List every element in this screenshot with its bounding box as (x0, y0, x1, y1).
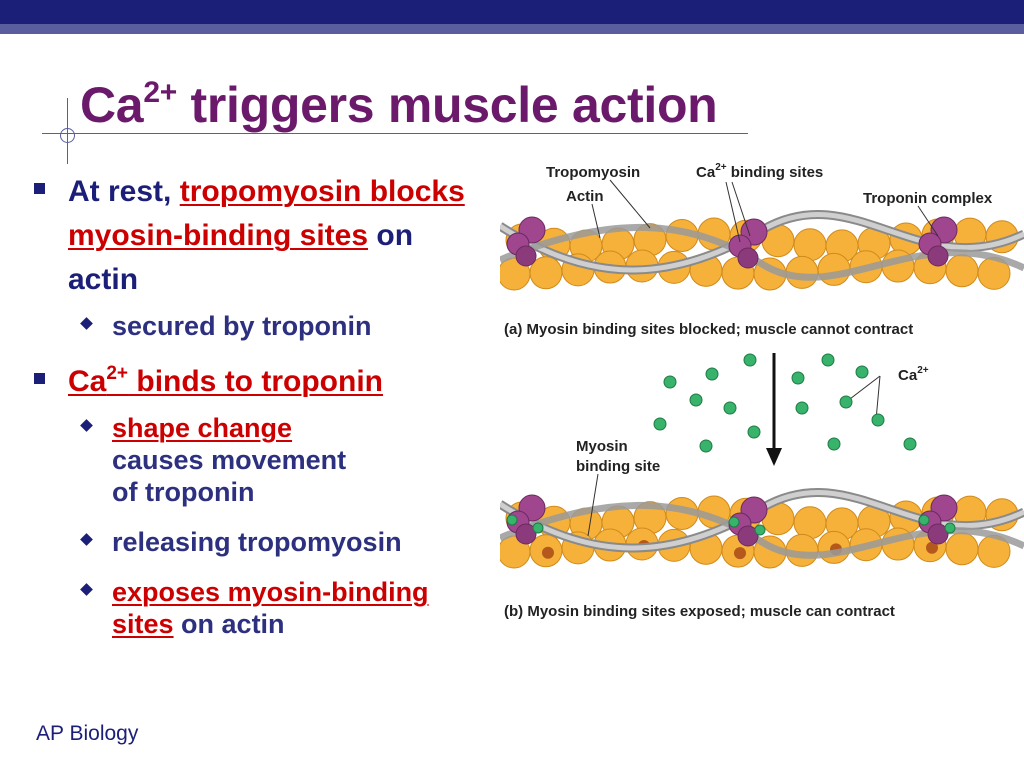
title-crosshair-ornament (52, 98, 82, 164)
calcium-ion (743, 353, 757, 367)
slide-title: Ca2+ triggers muscle action (80, 76, 718, 133)
diamond-bullet-icon (80, 533, 93, 546)
label-actin: Actin (566, 188, 604, 205)
bound-calcium-ion (754, 524, 766, 536)
bound-calcium-ion (944, 522, 956, 534)
calcium-ions (653, 353, 917, 453)
troponin-subunit (737, 247, 759, 269)
label-troponin-complex: Troponin complex (863, 190, 993, 207)
calcium-ion (663, 375, 677, 389)
down-arrow-icon (766, 353, 782, 466)
calcium-ion (839, 395, 853, 409)
title-rule (42, 133, 748, 134)
label-ca-ions: Ca2+ (898, 365, 929, 384)
bullet-text: on actin (68, 219, 414, 296)
leader-lines (587, 179, 939, 537)
muscle-filament-diagram: Tropomyosin Actin Ca2+ binding sites Tro… (500, 162, 1024, 620)
subbullet-text: of troponin (112, 477, 255, 507)
calcium-ion (903, 437, 917, 451)
thin-filament-active (500, 487, 1024, 569)
diamond-bullet-icon (80, 317, 93, 330)
label-myosin-binding-line1: Myosin (576, 438, 628, 455)
subbullet-text: on actin (173, 609, 285, 639)
bullet-text: At rest, (68, 175, 180, 208)
myosin-binding-site (734, 547, 746, 560)
subbullet-text: releasing tropomyosin (112, 527, 402, 557)
actin-monomer (793, 506, 827, 540)
actin-monomer (945, 532, 979, 566)
myosin-binding-site (926, 541, 938, 554)
subbullet-secured: secured by troponin (30, 310, 490, 342)
calcium-ion (821, 353, 835, 367)
troponin-subunit (737, 525, 759, 547)
calcium-ion (689, 393, 703, 407)
diamond-bullet-icon (80, 419, 93, 432)
subbullet-text: causes movement (112, 445, 347, 475)
bound-calcium-ion (506, 514, 518, 526)
square-bullet-icon (34, 373, 45, 384)
calcium-ion (723, 401, 737, 415)
calcium-ion (795, 401, 809, 415)
bullet-highlight: Ca2+ binds to troponin (68, 363, 383, 398)
calcium-ion (747, 425, 761, 439)
bound-calcium-ion (918, 514, 930, 526)
calcium-ion (827, 437, 841, 451)
troponin-subunit (927, 245, 949, 267)
bound-calcium-ion (532, 522, 544, 534)
myosin-binding-site (542, 546, 554, 559)
calcium-ion (705, 367, 719, 381)
bullet-highlight: tropomyosin blocks myosin-binding sites (68, 175, 465, 252)
diamond-bullet-icon (80, 583, 93, 596)
actin-monomer (793, 228, 827, 262)
actin-monomer (945, 254, 979, 288)
calcium-ion (855, 365, 869, 379)
calcium-ion (653, 417, 667, 431)
thin-filament-resting (500, 209, 1024, 291)
label-ca-binding-sites: Ca2+ binding sites (696, 162, 823, 181)
subbullet-text: secured by troponin (112, 311, 372, 341)
caption-b: (b) Myosin binding sites exposed; muscle… (504, 603, 895, 620)
troponin-subunit (515, 523, 537, 545)
calcium-ion (791, 371, 805, 385)
bullet-list: At rest, tropomyosin blocks myosin-bindi… (30, 170, 490, 658)
top-banner (0, 0, 1024, 34)
caption-a: (a) Myosin binding sites blocked; muscle… (504, 321, 913, 338)
bound-calcium-ion (728, 516, 740, 528)
bullet-ca-binds: Ca2+ binds to troponin (30, 360, 490, 404)
troponin-subunit (927, 523, 949, 545)
footer-course-label: AP Biology (36, 722, 139, 745)
subbullet-shape-change: shape change causes movement of troponin (30, 412, 490, 508)
calcium-ion (699, 439, 713, 453)
label-tropomyosin: Tropomyosin (546, 164, 640, 181)
bullet-at-rest: At rest, tropomyosin blocks myosin-bindi… (30, 170, 490, 302)
subbullet-highlight: exposes myosin-binding sites (112, 577, 429, 639)
figure-labels: Tropomyosin Actin Ca2+ binding sites Tro… (546, 162, 993, 475)
subbullet-exposes: exposes myosin-binding sites on actin (30, 576, 490, 640)
calcium-ion (871, 413, 885, 427)
troponin-subunit (515, 245, 537, 267)
label-myosin-binding-line2: binding site (576, 458, 660, 475)
subbullet-highlight: shape change (112, 413, 293, 443)
subbullet-releasing: releasing tropomyosin (30, 526, 490, 558)
square-bullet-icon (34, 183, 45, 194)
